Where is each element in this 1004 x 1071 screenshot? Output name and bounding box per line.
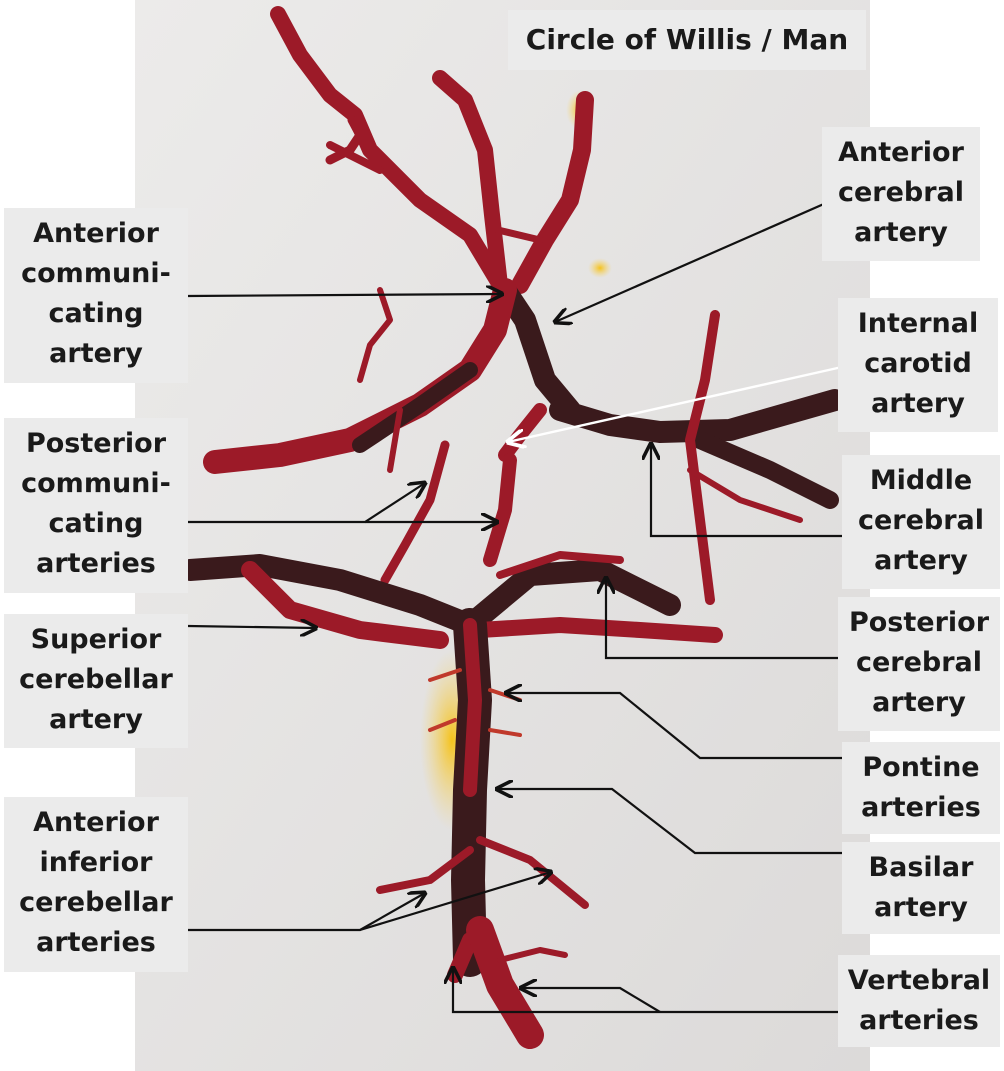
leader-pontine — [506, 693, 842, 760]
label-anterior-communicating-artery: Anterior communi- cating artery — [4, 208, 188, 383]
label-anterior-inferior-cerebellar-arteries: Anterior inferior cerebellar arteries — [4, 797, 188, 972]
leader-vertebral-right — [521, 988, 661, 1013]
leader-basilar — [497, 789, 842, 855]
leader-posterior-cerebral — [606, 578, 842, 660]
label-middle-cerebral-artery: Middle cerebral artery — [842, 455, 1000, 589]
label-anterior-cerebral-artery: Anterior cerebral artery — [822, 127, 980, 261]
label-pontine-arteries: Pontine arteries — [842, 742, 1000, 834]
label-superior-cerebellar-artery: Superior cerebellar artery — [4, 614, 188, 748]
leader-anterior-communicating — [187, 294, 502, 296]
label-basilar-artery: Basilar artery — [842, 842, 1000, 934]
figure-title: Circle of Willis / Man — [508, 10, 866, 70]
label-posterior-communicating-arteries: Posterior communi- cating arteries — [4, 418, 188, 593]
leader-aica-right — [359, 872, 551, 932]
leader-internal-carotid — [508, 365, 843, 442]
leader-vertebral-left — [453, 968, 842, 1014]
leader-middle-cerebral — [651, 444, 842, 538]
leader-lines — [187, 194, 843, 1014]
label-vertebral-arteries: Vertebral arteries — [838, 955, 1000, 1047]
yellow-stain — [588, 258, 612, 278]
leader-superior-cerebellar — [187, 626, 316, 628]
artery-tree — [179, 6, 846, 1049]
leader-anterior-cerebral — [555, 194, 843, 322]
label-internal-carotid-artery: Internal carotid artery — [838, 298, 998, 432]
label-posterior-cerebral-artery: Posterior cerebral artery — [838, 597, 1000, 731]
